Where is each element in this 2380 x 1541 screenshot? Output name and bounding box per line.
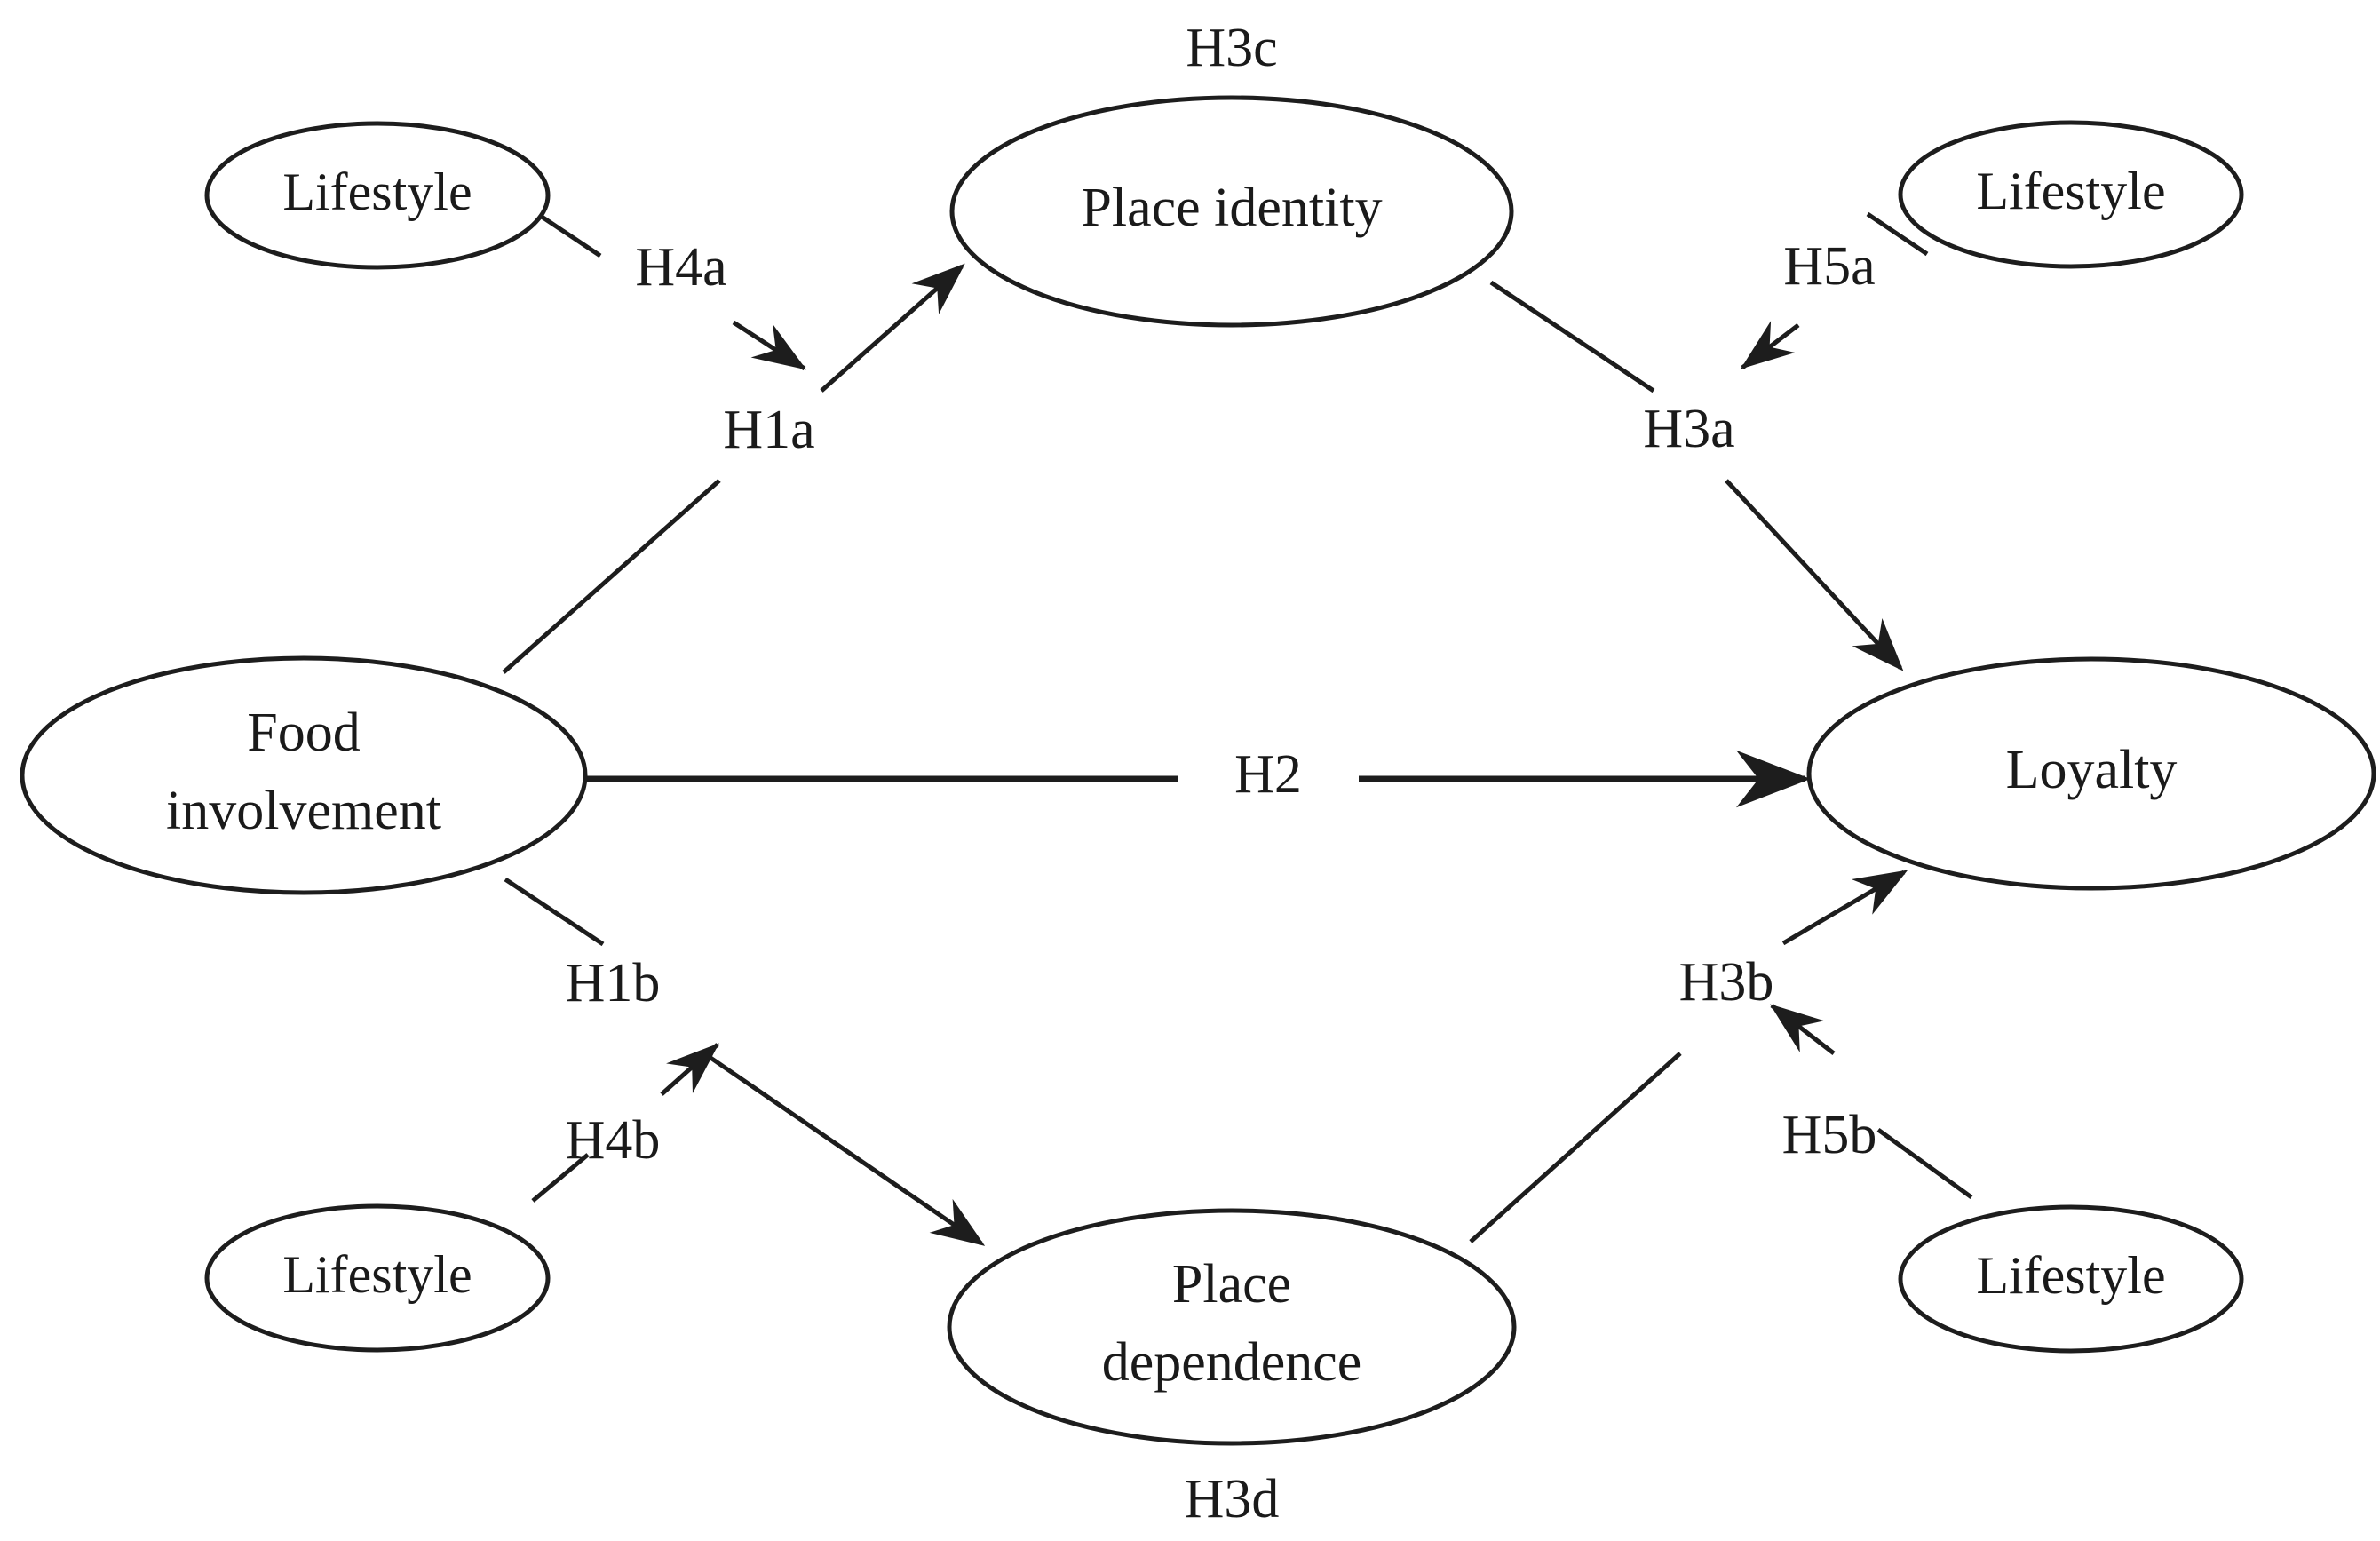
node-label-loyalty: Loyalty xyxy=(2006,740,2178,800)
moderation-lifestyle-bottom-right-to-h3b xyxy=(1770,1004,1973,1200)
moderation-stem-h5a xyxy=(1866,211,1929,257)
moderation-lifestyle-bottom-left-to-h1b xyxy=(531,1043,719,1203)
hypothesis-label-h1b: H1b xyxy=(566,953,661,1013)
edge-segment-h3b-lower xyxy=(1469,1052,1682,1243)
edge-food-involvement-to-place-identity xyxy=(502,263,965,674)
hypothesis-label-h4a: H4a xyxy=(635,237,726,298)
edge-segment-h1b-lower xyxy=(700,1049,986,1246)
edge-food-involvement-to-place-dependence xyxy=(504,877,986,1246)
moderation-lifestyle-top-left-to-h1a xyxy=(535,210,807,371)
node-label-lifestyle-top-left: Lifestyle xyxy=(282,163,472,221)
node-label-lifestyle-top-right: Lifestyle xyxy=(1976,162,2165,220)
moderation-lifestyle-top-right-to-h3a xyxy=(1741,211,1929,369)
node-place-dependence[interactable] xyxy=(947,1208,1517,1446)
hypothesis-label-h3b: H3b xyxy=(1679,952,1774,1013)
node-label-place-identity: Place identity xyxy=(1081,178,1382,238)
moderation-stem-h4a xyxy=(535,210,602,258)
hypothesis-label-h4b: H4b xyxy=(566,1110,661,1171)
hypothesis-label-h3c: H3c xyxy=(1186,18,1277,78)
edge-segment-h1b-upper xyxy=(504,877,605,947)
hypothesis-label-h3d: H3d xyxy=(1185,1469,1280,1529)
edge-segment-h3b-upper xyxy=(1781,870,1908,946)
node-lifestyle-bottom-right[interactable] xyxy=(1898,1204,2244,1354)
hypothesis-label-h5a: H5a xyxy=(1783,236,1875,297)
node-label-lifestyle-bottom-right: Lifestyle xyxy=(1976,1246,2165,1305)
node-label-food-involvement-line2: involvement xyxy=(166,781,441,841)
node-label-food-involvement-line1: Food xyxy=(247,703,360,763)
hypothesis-label-h5b: H5b xyxy=(1782,1105,1877,1165)
moderation-stem-h4b xyxy=(531,1153,590,1203)
edge-place-identity-to-loyalty xyxy=(1489,280,1904,671)
hypothesis-label-h3a: H3a xyxy=(1643,399,1734,459)
node-label-place-dependence-line1: Place xyxy=(1172,1254,1291,1315)
node-food-involvement[interactable] xyxy=(20,655,588,895)
edge-place-dependence-to-loyalty xyxy=(1469,870,1908,1243)
edge-segment-h3a-lower xyxy=(1725,479,1904,671)
moderation-arrow-h5b xyxy=(1770,1004,1836,1055)
node-place-identity[interactable] xyxy=(949,95,1514,328)
moderation-stem-h5b xyxy=(1876,1127,1973,1200)
node-lifestyle-top-right[interactable] xyxy=(1898,120,2244,269)
node-lifestyle-bottom-left[interactable] xyxy=(204,1203,551,1353)
hypothesis-label-h2: H2 xyxy=(1234,744,1302,805)
node-label-place-dependence-line2: dependence xyxy=(1102,1332,1362,1393)
node-lifestyle-top-left[interactable] xyxy=(204,121,551,270)
moderation-arrow-h4a xyxy=(732,320,807,371)
moderation-arrow-h5a xyxy=(1741,321,1800,369)
edge-segment-h1a-upper xyxy=(820,263,965,393)
moderation-arrow-h4b xyxy=(660,1043,719,1096)
node-loyalty[interactable] xyxy=(1806,656,2376,891)
hypothesis-label-h1a: H1a xyxy=(723,400,814,460)
edge-segment-h3a-upper xyxy=(1489,280,1655,393)
edge-segment-h1a-lower xyxy=(502,479,721,674)
node-label-lifestyle-bottom-left: Lifestyle xyxy=(282,1245,472,1304)
